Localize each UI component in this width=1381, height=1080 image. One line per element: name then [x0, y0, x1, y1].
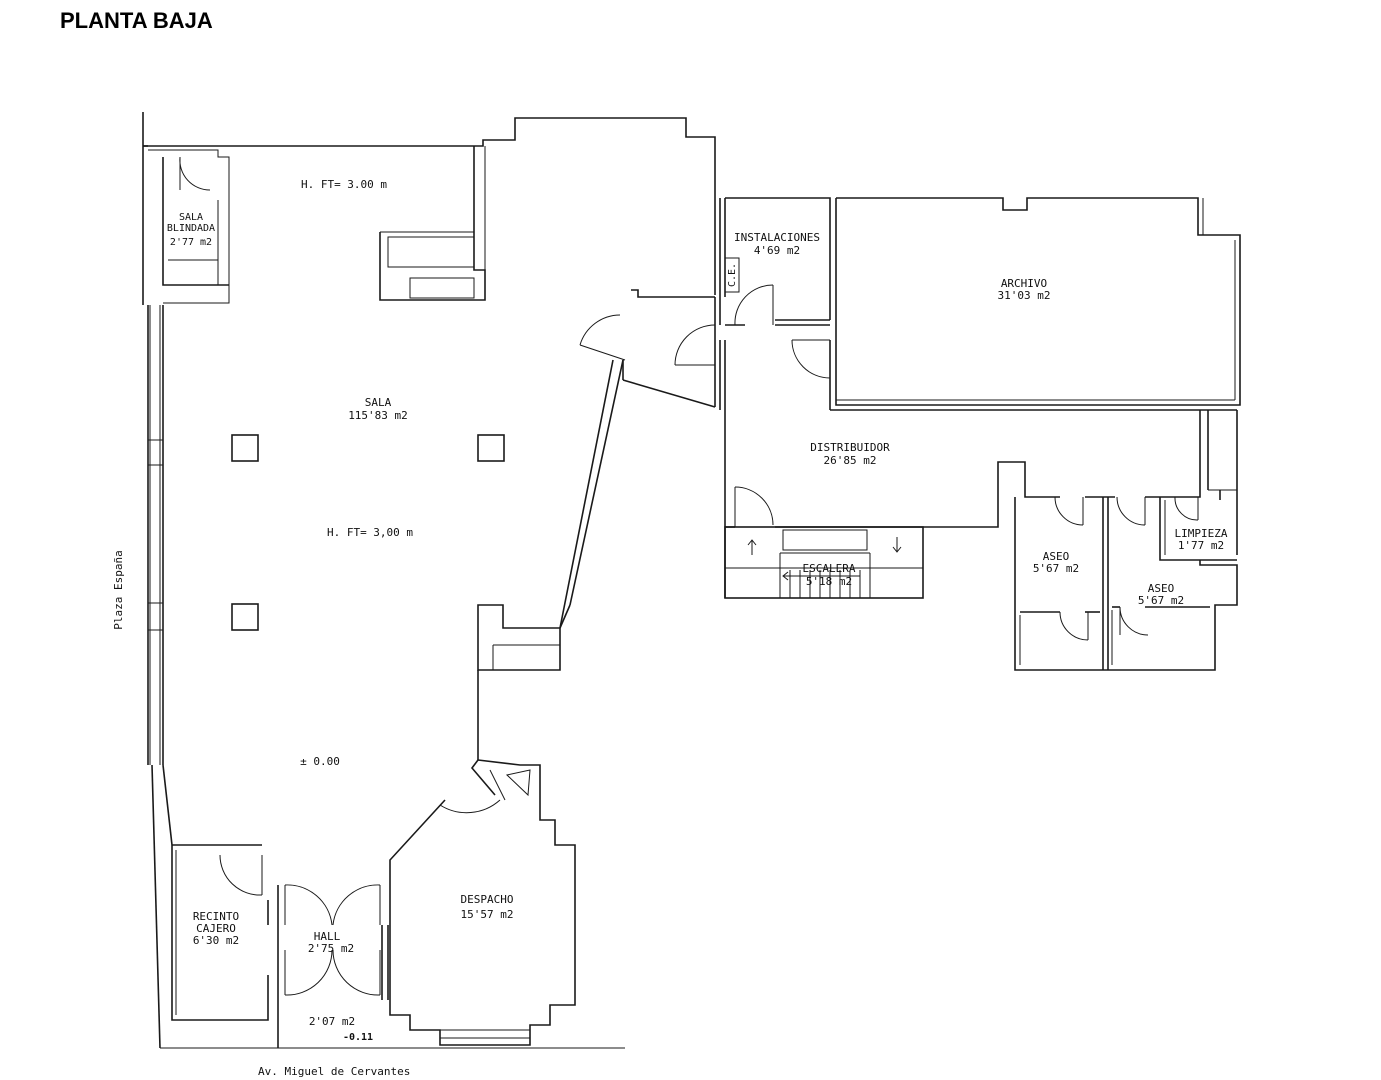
- escalera-area: 5'18 m2: [806, 575, 852, 588]
- aseo-2-name: ASEO: [1148, 582, 1175, 595]
- ce-tag: C.E.: [727, 263, 738, 287]
- limpieza-area: 1'77 m2: [1178, 539, 1224, 552]
- distribuidor-area: 26'85 m2: [824, 454, 877, 467]
- sala-area: 115'83 m2: [348, 409, 408, 422]
- cajero-area: 6'30 m2: [193, 934, 239, 947]
- despacho-name: DESPACHO: [461, 893, 514, 906]
- limpieza-name: LIMPIEZA: [1175, 527, 1228, 540]
- archivo-name: ARCHIVO: [1001, 277, 1047, 290]
- level-label: ± 0.00: [300, 755, 340, 768]
- distribuidor-name: DISTRIBUIDOR: [810, 441, 890, 454]
- ceiling-height-mid: H. FT= 3,00 m: [327, 526, 413, 539]
- sala-blindada-area: 2'77 m2: [170, 237, 212, 248]
- hall-name: HALL: [314, 930, 341, 943]
- hall-area: 2'75 m2: [308, 942, 354, 955]
- exterior-level: -0.11: [343, 1032, 373, 1043]
- escalera-name: ESCALERA: [803, 562, 856, 575]
- aseo-1-name: ASEO: [1043, 550, 1070, 563]
- street-plaza-espana: Plaza España: [112, 550, 125, 629]
- archivo-area: 31'03 m2: [998, 289, 1051, 302]
- walls: [142, 112, 1241, 1049]
- cajero-name-1: RECINTO: [193, 910, 239, 923]
- sala-blindada-name-1: SALA: [179, 212, 203, 223]
- aseo-1-area: 5'67 m2: [1033, 562, 1079, 575]
- sala-name: SALA: [365, 396, 392, 409]
- cajero-name-2: CAJERO: [196, 922, 236, 935]
- instalaciones-name: INSTALACIONES: [734, 231, 820, 244]
- street-av-miguel-de-cervantes: Av. Miguel de Cervantes: [258, 1065, 410, 1078]
- aseo-2-area: 5'67 m2: [1138, 594, 1184, 607]
- ceiling-height-top: H. FT= 3.00 m: [301, 178, 387, 191]
- sala-blindada-name-2: BLINDADA: [167, 223, 215, 234]
- room-labels: H. FT= 3.00 m SALA BLINDADA 2'77 m2 SALA…: [167, 178, 1228, 1043]
- doors: [179, 156, 1199, 996]
- instalaciones-area: 4'69 m2: [754, 244, 800, 257]
- page-title: PLANTA BAJA: [60, 8, 213, 33]
- despacho-area: 15'57 m2: [461, 908, 514, 921]
- entrada-area: 2'07 m2: [309, 1015, 355, 1028]
